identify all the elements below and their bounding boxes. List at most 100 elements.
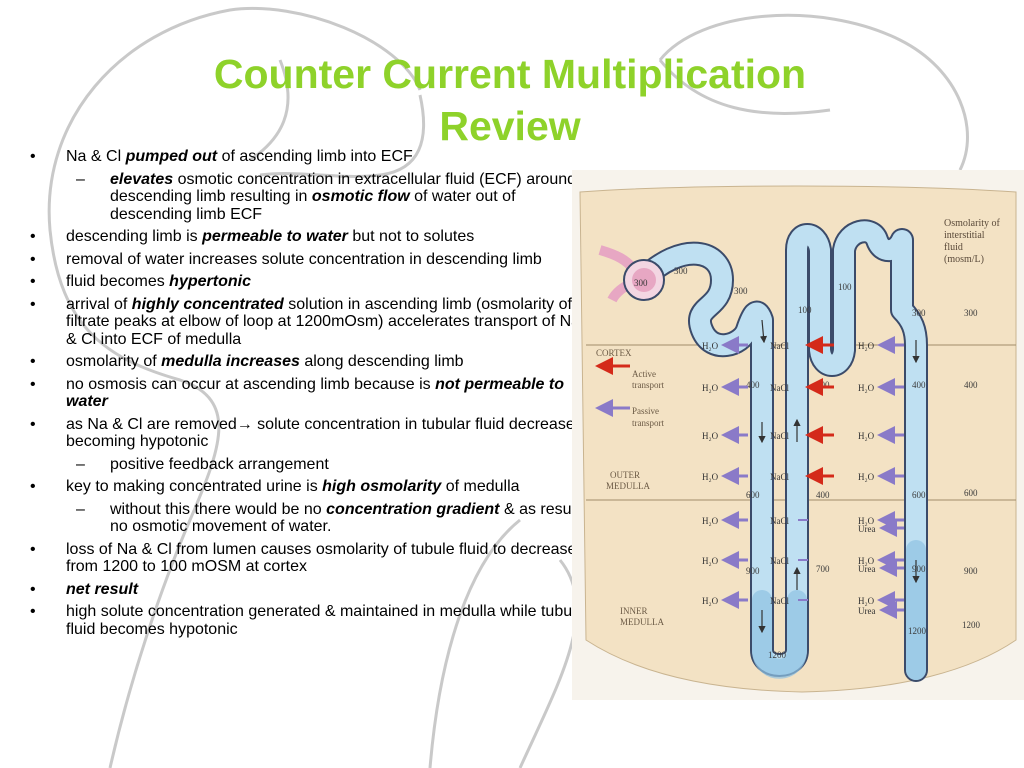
- nacl-label: NaCl: [770, 341, 789, 351]
- h2o-label: H₂O: [702, 556, 719, 566]
- emphasis-text: not permeable to water: [66, 375, 564, 411]
- bullet-text: positive feedback arrangement: [110, 455, 329, 473]
- tubule-value-cd1200: 1200: [908, 626, 927, 636]
- bullet-item: loss of Na & Cl from lumen causes osmola…: [28, 541, 588, 576]
- h2o-label: H₂O: [702, 516, 719, 526]
- zone-outer-label: OUTER: [610, 470, 640, 480]
- osmolarity-header: Osmolarity of: [944, 218, 1000, 229]
- scale-value-900: 900: [964, 566, 978, 576]
- title-line-2: Review: [439, 103, 581, 149]
- bullet-item: fluid becomes hypertonic: [28, 273, 588, 291]
- nacl-label: NaCl: [770, 431, 789, 441]
- emphasis-text: highly concentrated: [131, 295, 284, 313]
- tubule-value-cd400: 400: [912, 380, 926, 390]
- emphasis-text: pumped out: [125, 148, 218, 165]
- tubule-value-a400: 400: [816, 490, 830, 500]
- tubule-value-d900: 900: [746, 566, 760, 576]
- emphasis-text: high osmolarity: [322, 478, 442, 495]
- scale-value-400: 400: [964, 380, 978, 390]
- nacl-label: NaCl: [770, 596, 789, 606]
- bullet-item: Na & Cl pumped out of ascending limb int…: [28, 148, 588, 166]
- title-line-1: Counter Current Multiplication: [213, 51, 807, 97]
- tubule-value-d300a: 300: [674, 266, 688, 276]
- legend-active-label: Active: [632, 369, 656, 379]
- bullet-item: key to making concentrated urine is high…: [28, 478, 588, 496]
- urea-label: Urea: [858, 564, 876, 574]
- glomerulus: [632, 268, 656, 292]
- emphasis-text: osmotic flow: [311, 188, 410, 205]
- bullet-text: →: [236, 415, 253, 433]
- bullet-item: removal of water increases solute concen…: [28, 251, 588, 269]
- tubule-value-a700: 700: [816, 564, 830, 574]
- h2o-label: H₂O: [858, 516, 875, 526]
- h2o-label: H₂O: [858, 431, 875, 441]
- h2o-label: H₂O: [858, 556, 875, 566]
- bullet-item: as Na & Cl are removed→ solute concentra…: [28, 416, 588, 451]
- bullet-text: descending limb is: [66, 228, 203, 245]
- h2o-label: H₂O: [702, 341, 719, 351]
- tubule-value-a100: 100: [798, 305, 812, 315]
- nacl-label: NaCl: [770, 383, 789, 393]
- tubule-value-d300b: 300: [734, 286, 748, 296]
- emphasis-text: elevates: [110, 170, 174, 188]
- bullet-text: Na & Cl: [66, 148, 126, 165]
- bullet-text: but not to solutes: [347, 228, 475, 245]
- bullet-text: fluid becomes: [66, 273, 170, 290]
- h2o-label: H₂O: [858, 596, 875, 606]
- h2o-label: H₂O: [858, 341, 875, 351]
- nephron-tubule: [630, 219, 928, 682]
- tubule-value-d400: 400: [746, 380, 760, 390]
- bullet-text: loss of Na & Cl from lumen causes osmola…: [66, 540, 577, 576]
- legend-active-label-2: transport: [632, 380, 664, 390]
- h2o-label: H₂O: [858, 472, 875, 482]
- flow-arrows: [758, 319, 920, 634]
- nacl-label: NaCl: [770, 472, 789, 482]
- urea-label: Urea: [858, 606, 876, 616]
- emphasis-text: permeable to water: [202, 228, 348, 245]
- emphasis-text: net result: [66, 580, 139, 598]
- bullet-text: of ascending limb into ECF: [217, 148, 413, 165]
- bullet-text: removal of water increases solute concen…: [66, 250, 542, 268]
- nacl-label: NaCl: [770, 556, 789, 566]
- zone-inner-medulla-label: MEDULLA: [620, 617, 664, 627]
- scale-value-1200: 1200: [962, 620, 981, 630]
- tubule-value-cd300: 300: [912, 308, 926, 318]
- tubule-value-bottom1200: 1200: [768, 650, 787, 660]
- emphasis-text: medulla increases: [161, 353, 300, 370]
- h2o-label: H₂O: [858, 383, 875, 393]
- flow-arrow-descending-1: [759, 319, 768, 344]
- tubule-value-a200: 200: [816, 380, 830, 390]
- tubule-value-cd900: 900: [912, 564, 926, 574]
- osmolarity-header-2: interstitial: [944, 230, 985, 241]
- zone-outer-medulla-label: MEDULLA: [606, 481, 650, 491]
- bullet-text: no osmosis can occur at ascending limb b…: [66, 375, 436, 393]
- zone-cortex-label: CORTEX: [596, 348, 632, 358]
- bullet-item: descending limb is permeable to water bu…: [28, 228, 588, 246]
- tubule-value-d600: 600: [746, 490, 760, 500]
- bullet-text: of water out of descending limb ECF: [110, 188, 516, 223]
- emphasis-text: hypertonic: [169, 273, 251, 290]
- zone-inner-label: INNER: [620, 606, 648, 616]
- nacl-label: NaCl: [770, 516, 789, 526]
- scale-value-300: 300: [964, 308, 978, 318]
- bullet-item: no osmosis can occur at ascending limb b…: [28, 376, 588, 411]
- emphasis-text: concentration gradient: [326, 500, 500, 518]
- transport-arrows: H₂OH₂OH₂OH₂OH₂OH₂OH₂ONaClNaClNaClNaClNaC…: [702, 336, 904, 619]
- bullet-item: high solute concentration generated & ma…: [28, 603, 588, 638]
- legend-passive-label-2: transport: [632, 418, 664, 428]
- bullet-item: net result: [28, 581, 588, 599]
- osmolarity-header-3: fluid: [944, 242, 963, 253]
- bullet-item: osmolarity of medulla increases along de…: [28, 353, 588, 371]
- bullet-text: arrival of: [66, 295, 132, 313]
- osmolarity-header-4: (mosm/L): [944, 254, 984, 265]
- bullet-list: Na & Cl pumped out of ascending limb int…: [28, 148, 588, 643]
- bullet-text: osmolarity of: [66, 353, 162, 370]
- bullet-text: along descending limb: [299, 353, 464, 370]
- bullet-item: arrival of highly concentrated solution …: [28, 296, 588, 349]
- urea-label: Urea: [858, 524, 876, 534]
- sub-bullet-item: elevates osmotic concentration in extrac…: [28, 171, 588, 224]
- bullet-text: osmotic concentration in extracellular f…: [110, 170, 577, 206]
- h2o-label: H₂O: [702, 431, 719, 441]
- bullet-text: as Na & Cl are removed: [66, 415, 237, 433]
- bullet-text: solute concentration in tubular fluid de…: [66, 415, 583, 451]
